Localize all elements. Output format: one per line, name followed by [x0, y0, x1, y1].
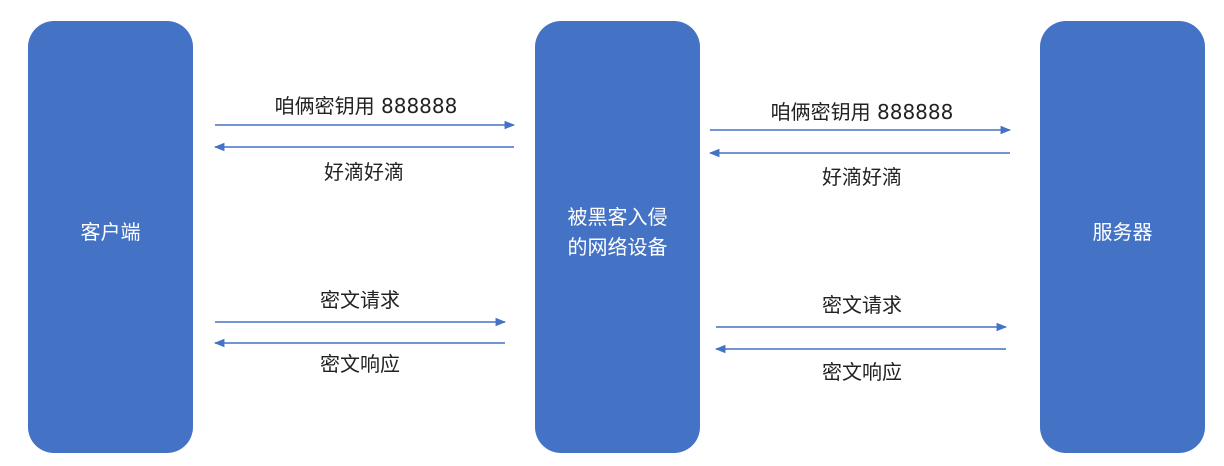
compromised-device-label: 被黑客入侵 的网络设备 [567, 205, 668, 259]
compromised-device-node: 被黑客入侵 的网络设备 [535, 21, 700, 453]
server-node: 服务器 [1040, 21, 1205, 453]
left-cipher-response-label: 密文响应 [320, 352, 400, 376]
right-cipher-request-label: 密文请求 [822, 293, 902, 317]
left-key-response-label: 好滴好滴 [324, 160, 404, 184]
server-label: 服务器 [1092, 220, 1153, 244]
right-key-response-label: 好滴好滴 [822, 165, 902, 189]
left-cipher-request-label: 密文请求 [320, 288, 400, 312]
right-cipher-response-label: 密文响应 [822, 360, 902, 384]
left-key-request-label: 咱俩密钥用 888888 [274, 94, 458, 118]
client-node: 客户端 [28, 21, 193, 453]
client-label: 客户端 [80, 220, 141, 244]
right-key-request-label: 咱俩密钥用 888888 [770, 100, 954, 124]
